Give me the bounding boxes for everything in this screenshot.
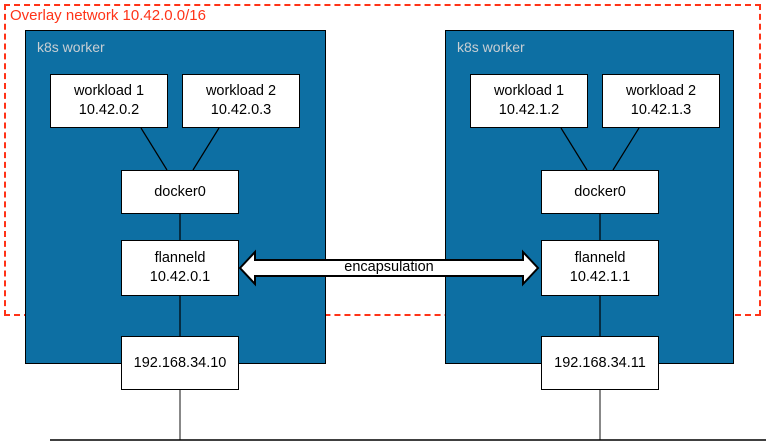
workload-ip: 10.42.0.3 (210, 102, 272, 118)
flanneld-box-right: flanneld 10.42.1.1 (541, 240, 659, 296)
overlay-network-region (4, 4, 761, 316)
encapsulation-arrow-icon (238, 249, 540, 287)
bridge-name: docker0 (574, 183, 626, 200)
flanneld-ip: 10.42.1.1 (569, 269, 631, 285)
workload-name: workload 2 (205, 83, 277, 99)
workload-ip: 10.42.1.3 (630, 102, 692, 118)
host-ip: 192.168.34.10 (133, 354, 227, 371)
flanneld-name: flanneld (154, 250, 206, 266)
workload-ip: 10.42.1.2 (498, 102, 560, 118)
workload-box-right-2: workload 2 10.42.1.3 (602, 74, 720, 128)
host-ip-box-right: 192.168.34.11 (541, 336, 659, 390)
docker0-box-left: docker0 (121, 170, 239, 214)
flanneld-box-left: flanneld 10.42.0.1 (121, 240, 239, 296)
overlay-network-title: Overlay network 10.42.0.0/16 (10, 7, 206, 24)
worker-label-left: k8s worker (37, 39, 105, 55)
flanneld-name: flanneld (574, 250, 626, 266)
workload-box-right-1: workload 1 10.42.1.2 (470, 74, 588, 128)
workload-box-left-1: workload 1 10.42.0.2 (50, 74, 168, 128)
workload-ip: 10.42.0.2 (78, 102, 140, 118)
workload-name: workload 1 (73, 83, 145, 99)
worker-label-right: k8s worker (457, 39, 525, 55)
workload-box-left-2: workload 2 10.42.0.3 (182, 74, 300, 128)
host-ip: 192.168.34.11 (554, 354, 646, 371)
host-ip-box-left: 192.168.34.10 (121, 336, 239, 390)
docker0-box-right: docker0 (541, 170, 659, 214)
flanneld-ip: 10.42.0.1 (149, 269, 211, 285)
workload-name: workload 2 (625, 83, 697, 99)
encapsulation-label: encapsulation (344, 259, 434, 275)
workload-name: workload 1 (493, 83, 565, 99)
bridge-name: docker0 (154, 183, 206, 200)
